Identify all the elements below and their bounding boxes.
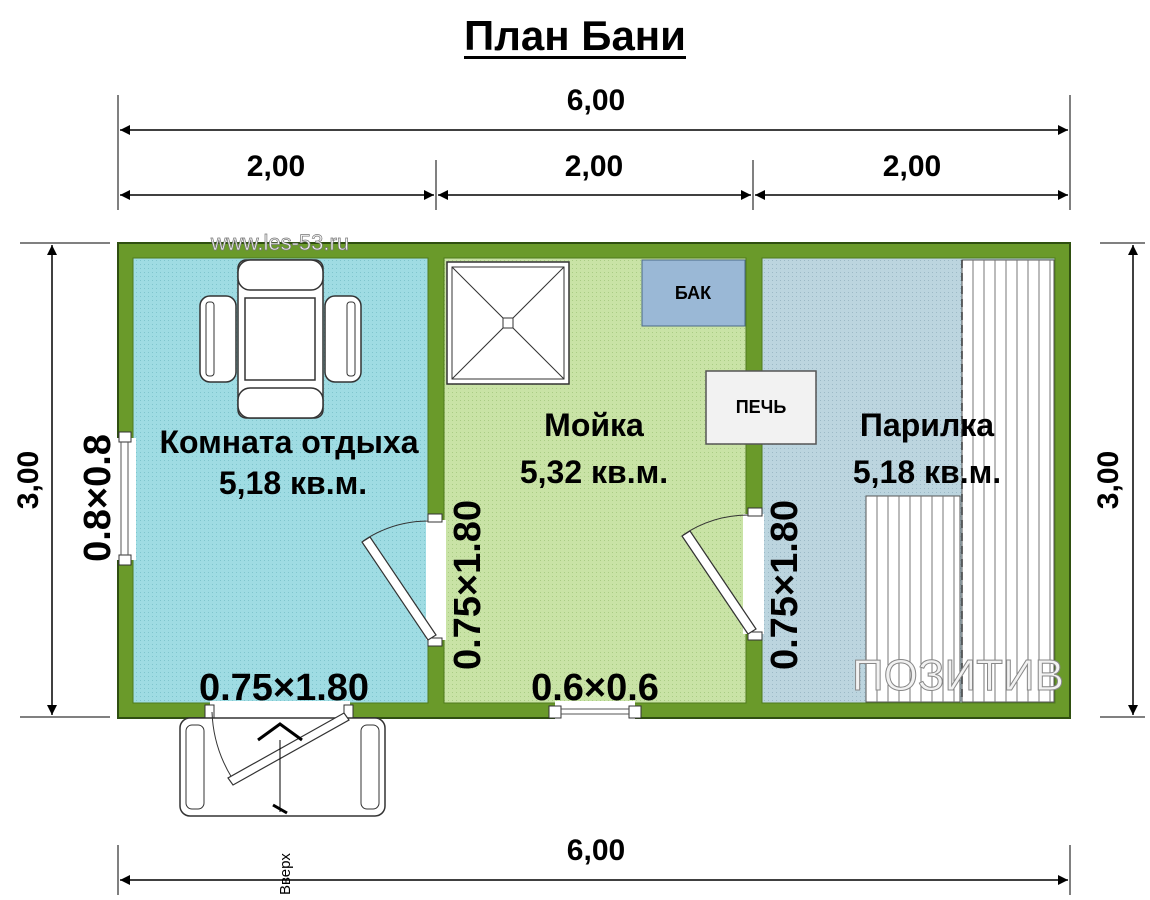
wash-window bbox=[548, 701, 642, 720]
dim-right-height: 3,00 bbox=[1092, 451, 1125, 509]
dimension-lines bbox=[20, 95, 1145, 895]
dim-top-total: 6,00 bbox=[567, 84, 625, 117]
stairs-label: Вверх bbox=[277, 853, 294, 895]
dim-left-height: 3,00 bbox=[12, 451, 45, 509]
wash-room-area: 5,32 кв.м. bbox=[520, 454, 668, 490]
watermark-brand: ПОЗИТИВ bbox=[852, 651, 1064, 700]
dim-top-segment-2: 2,00 bbox=[565, 150, 623, 183]
left-window bbox=[116, 431, 136, 566]
table-and-armchairs bbox=[199, 259, 362, 419]
wash-room-name: Мойка bbox=[544, 407, 644, 443]
wash-door-size: 0.75×1.80 bbox=[447, 500, 489, 670]
rest-room-name: Комната отдыха bbox=[159, 424, 418, 460]
plan-title: План Бани bbox=[464, 12, 686, 59]
door-rest-to-wash bbox=[361, 513, 446, 647]
wash-window-size: 0.6×0.6 bbox=[531, 667, 659, 709]
steam-door-size: 0.75×1.80 bbox=[764, 500, 806, 670]
entry-door-size: 0.75×1.80 bbox=[199, 667, 369, 709]
lower-bench bbox=[865, 495, 961, 703]
dim-top-segment-3: 2,00 bbox=[883, 150, 941, 183]
upper-bench bbox=[961, 259, 1055, 703]
stove bbox=[705, 370, 817, 445]
shower-tray bbox=[446, 261, 570, 385]
steam-room-area: 5,18 кв.м. bbox=[853, 454, 1001, 490]
dim-top-segment-1: 2,00 bbox=[247, 150, 305, 183]
left-window-size: 0.8×0.8 bbox=[77, 434, 119, 562]
water-tank bbox=[641, 259, 746, 327]
stove-label: ПЕЧЬ bbox=[736, 397, 787, 417]
steam-room-name: Парилка bbox=[860, 407, 994, 443]
dim-bottom-total: 6,00 bbox=[567, 834, 625, 867]
tank-label: БАК bbox=[675, 283, 712, 303]
door-wash-to-steam bbox=[681, 507, 764, 641]
watermark-site: www.les-53.ru bbox=[210, 230, 349, 255]
rest-room-area: 5,18 кв.м. bbox=[219, 465, 367, 501]
entry-porch bbox=[179, 711, 386, 817]
